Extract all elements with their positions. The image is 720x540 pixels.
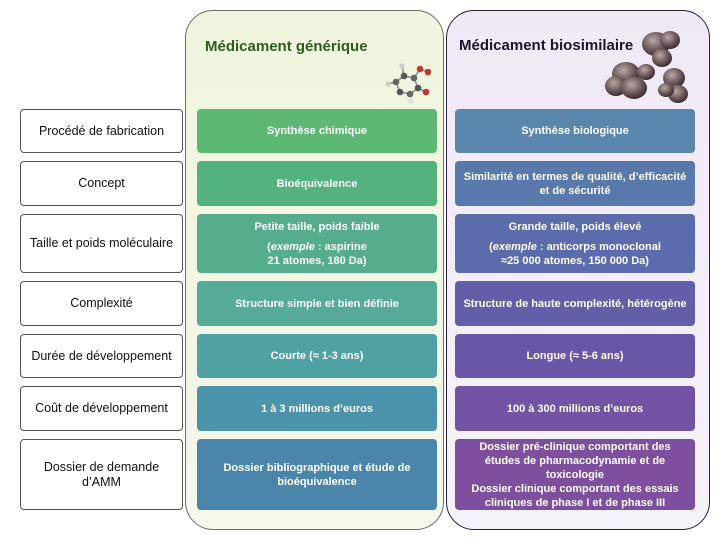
antibody-protein-icon	[605, 31, 688, 103]
biosimilar-cell-dev-cost: 100 à 300 millions d’euros	[455, 386, 695, 431]
row-label-size-weight: Taille et poids moléculaire	[20, 214, 183, 273]
generic-cell-size-weight: Petite taille, poids faible (exemple : a…	[197, 214, 437, 273]
biosimilar-column-title: Médicament biosimilaire	[459, 37, 634, 54]
biosimilar-cell-complexity: Structure de haute complexité, hétérogèn…	[455, 281, 695, 326]
row-label-dev-duration: Durée de développement	[20, 334, 183, 378]
row-label-complexity: Complexité	[20, 281, 183, 326]
generic-cell-dev-cost: 1 à 3 millions d’euros	[197, 386, 437, 431]
biosimilar-cell-dev-duration: Longue (≈ 5-6 ans)	[455, 334, 695, 378]
biosimilar-cell-amm-dossier: Dossier pré-clinique comportant des étud…	[455, 439, 695, 510]
row-label-concept: Concept	[20, 161, 183, 206]
biosimilar-cell-fabrication: Synthèse biologique	[455, 109, 695, 153]
row-label-amm-dossier: Dossier de demande d’AMM	[20, 439, 183, 510]
row-label-dev-cost: Coût de développement	[20, 386, 183, 431]
small-molecule-icon	[385, 63, 432, 104]
biosimilar-cell-concept: Similarité en termes de qualité, d’effic…	[455, 161, 695, 206]
generic-cell-concept: Bioéquivalence	[197, 161, 437, 206]
row-label-fabrication: Procédé de fabrication	[20, 109, 183, 153]
generic-cell-dev-duration: Courte (≈ 1-3 ans)	[197, 334, 437, 378]
generic-cell-amm-dossier: Dossier bibliographique et étude de bioé…	[197, 439, 437, 510]
generic-column-title: Médicament générique	[205, 38, 368, 55]
generic-cell-fabrication: Synthèse chimique	[197, 109, 437, 153]
generic-cell-complexity: Structure simple et bien définie	[197, 281, 437, 326]
biosimilar-cell-size-weight: Grande taille, poids élevé (exemple : an…	[455, 214, 695, 273]
